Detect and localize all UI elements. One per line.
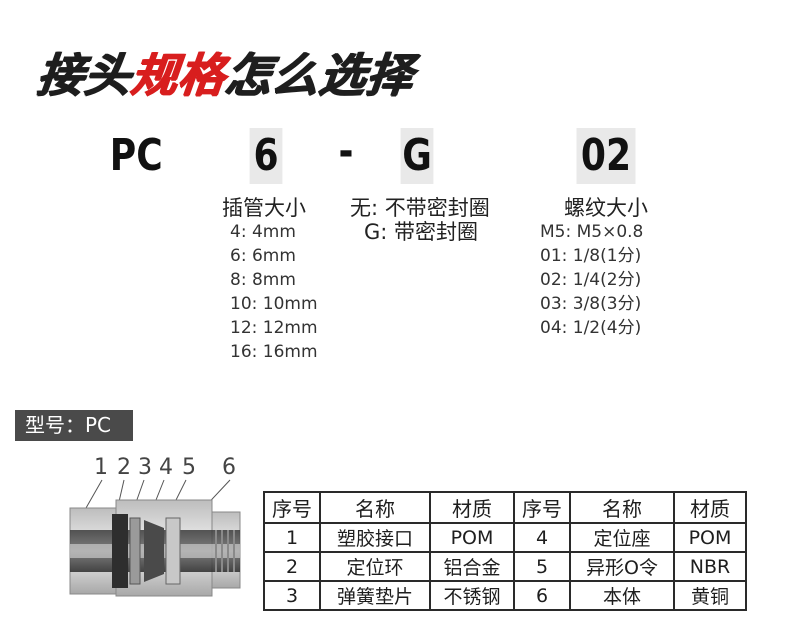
fitting-cross-section-diagram (69, 479, 241, 597)
part-number-3: 3 (138, 455, 152, 480)
tube-size-option: 8: 8mm (230, 270, 296, 290)
table-cell: 铝合金 (429, 551, 515, 582)
table-cell: 定位座 (569, 522, 675, 553)
table-header-cell: 材质 (429, 491, 515, 524)
model-label: 型号：PC (15, 410, 133, 441)
seal-ring-spec: 无: 不带密封圈 G: 带密封圈 (350, 196, 490, 244)
table-header-cell: 名称 (319, 491, 431, 524)
table-cell: 黄铜 (673, 580, 747, 611)
thread-size-heading: 螺纹大小 (564, 196, 648, 220)
table-header-cell: 序号 (513, 491, 571, 524)
table-cell: 2 (263, 551, 321, 582)
seal-ring-option: G: 带密封圈 (364, 220, 479, 244)
code-dash: - (338, 126, 354, 177)
code-seal: G (400, 128, 434, 184)
table-cell: NBR (673, 551, 747, 582)
parts-table: 序号 名称 材质 序号 名称 材质 1 塑胶接口 POM 4 定位座 POM 2… (263, 491, 747, 611)
part-number-6: 6 (222, 455, 236, 480)
seal-ring-option: 无: 不带密封圈 (350, 196, 490, 220)
table-row: 1 塑胶接口 POM 4 定位座 POM (263, 522, 747, 553)
table-cell: 4 (513, 522, 571, 553)
tube-size-option: 16: 16mm (230, 342, 318, 362)
thread-size-option: 04: 1/2(4分) (540, 318, 642, 338)
table-cell: 弹簧垫片 (319, 580, 431, 611)
table-header-cell: 名称 (569, 491, 675, 524)
table-cell: 6 (513, 580, 571, 611)
table-cell: 3 (263, 580, 321, 611)
tube-size-spec: 插管大小 4: 4mm 6: 6mm 8: 8mm 10: 10mm 12: 1… (222, 196, 318, 364)
table-header-row: 序号 名称 材质 序号 名称 材质 (263, 491, 747, 524)
code-size: 6 (249, 128, 283, 184)
title-part-2-highlight: 规格 (128, 48, 229, 102)
tube-size-option: 10: 10mm (230, 294, 318, 314)
code-prefix: PC (109, 130, 163, 181)
thread-size-option: M5: M5×0.8 (540, 222, 644, 242)
tube-size-option: 4: 4mm (230, 222, 296, 242)
part-number-2: 2 (117, 455, 131, 480)
tube-size-option: 6: 6mm (230, 246, 296, 266)
thread-size-option: 02: 1/4(2分) (540, 270, 642, 290)
table-cell: 本体 (569, 580, 675, 611)
part-number-4: 4 (159, 455, 173, 480)
table-row: 2 定位环 铝合金 5 异形O令 NBR (263, 551, 747, 582)
table-cell: 异形O令 (569, 551, 675, 582)
table-cell: 定位环 (319, 551, 431, 582)
table-cell: POM (429, 522, 515, 553)
table-header-cell: 序号 (263, 491, 321, 524)
table-cell: 塑胶接口 (319, 522, 431, 553)
thread-size-option: 01: 1/8(1分) (540, 246, 642, 266)
tube-size-option: 12: 12mm (230, 318, 318, 338)
thread-size-spec: 螺纹大小 M5: M5×0.8 01: 1/8(1分) 02: 1/4(2分) … (540, 196, 648, 340)
table-cell: 5 (513, 551, 571, 582)
part-number-5: 5 (182, 455, 196, 480)
title-part-1: 接头 (34, 48, 135, 102)
title-part-3: 怎么选择 (222, 48, 417, 102)
thread-size-option: 03: 3/8(3分) (540, 294, 642, 314)
table-cell: 不锈钢 (429, 580, 515, 611)
table-row: 3 弹簧垫片 不锈钢 6 本体 黄铜 (263, 580, 747, 611)
code-thread: 02 (576, 128, 636, 184)
tube-size-heading: 插管大小 (222, 196, 306, 220)
part-number-1: 1 (94, 455, 108, 480)
page-title: 接头规格怎么选择 (35, 42, 417, 102)
table-cell: 1 (263, 522, 321, 553)
table-cell: POM (673, 522, 747, 553)
table-header-cell: 材质 (673, 491, 747, 524)
